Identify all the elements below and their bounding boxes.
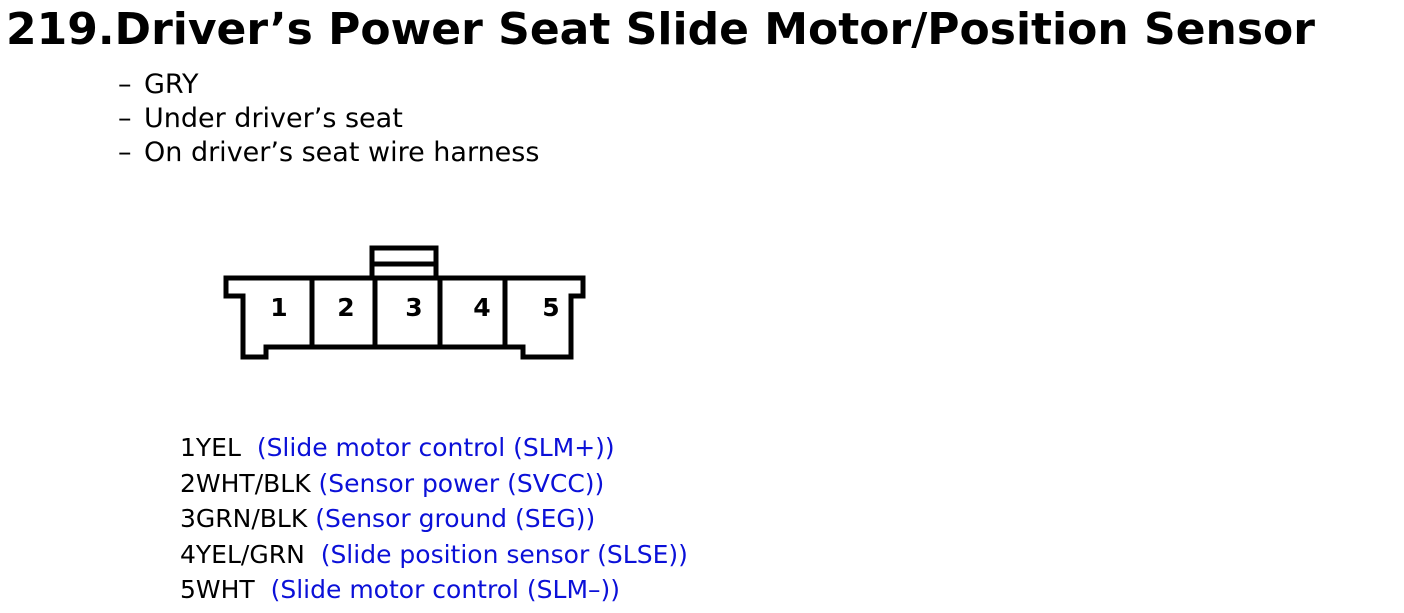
note-harness: On driver’s seat wire harness xyxy=(144,137,540,168)
pin-wire-label: 5WHT xyxy=(180,575,255,604)
page-title: 219.Driver’s Power Seat Slide Motor/Posi… xyxy=(6,4,1315,55)
note-color: GRY xyxy=(144,69,199,100)
pin-description: (Slide motor control (SLM+)) xyxy=(256,433,615,462)
pin-wire-label: 2WHT/BLK xyxy=(180,468,311,498)
pin-description: (Sensor power (SVCC)) xyxy=(318,468,605,498)
pin-number-5: 5 xyxy=(542,293,559,322)
pin-wire-label: 1YEL xyxy=(180,433,241,462)
pin-number-1: 1 xyxy=(270,293,287,322)
pin-row: 5WHT (Slide motor control (SLM–)) xyxy=(180,572,688,608)
note-bullet: – xyxy=(118,69,132,100)
pin-row: 4YEL/GRN (Slide position sensor (SLSE)) xyxy=(180,537,688,573)
pin-wire-label: 4YEL/GRN xyxy=(180,539,305,569)
note-location: Under driver’s seat xyxy=(144,103,403,134)
note-item: –GRY xyxy=(118,68,539,102)
pin-list: 1YEL (Slide motor control (SLM+)) 2WHT/B… xyxy=(180,430,688,608)
pin-number-3: 3 xyxy=(405,293,422,322)
pin-number-2: 2 xyxy=(337,293,354,322)
pin-description: (Slide motor control (SLM–)) xyxy=(270,575,621,604)
pin-wire-label: 3GRN/BLK xyxy=(180,504,308,533)
pin-description: (Slide position sensor (SLSE)) xyxy=(320,539,688,569)
connector-notes: –GRY –Under driver’s seat –On driver’s s… xyxy=(118,68,539,170)
connector-diagram: 1 2 3 4 5 xyxy=(223,245,586,360)
pin-description: (Sensor ground (SEG)) xyxy=(315,504,596,533)
pin-row: 3GRN/BLK (Sensor ground (SEG)) xyxy=(180,501,688,537)
note-item: –On driver’s seat wire harness xyxy=(118,136,539,170)
pin-number-4: 4 xyxy=(473,293,490,322)
connector-housing xyxy=(223,275,586,360)
note-bullet: – xyxy=(118,137,132,168)
note-item: –Under driver’s seat xyxy=(118,102,539,136)
pin-row: 2WHT/BLK (Sensor power (SVCC)) xyxy=(180,466,688,502)
note-bullet: – xyxy=(118,103,132,134)
pin-row: 1YEL (Slide motor control (SLM+)) xyxy=(180,430,688,466)
